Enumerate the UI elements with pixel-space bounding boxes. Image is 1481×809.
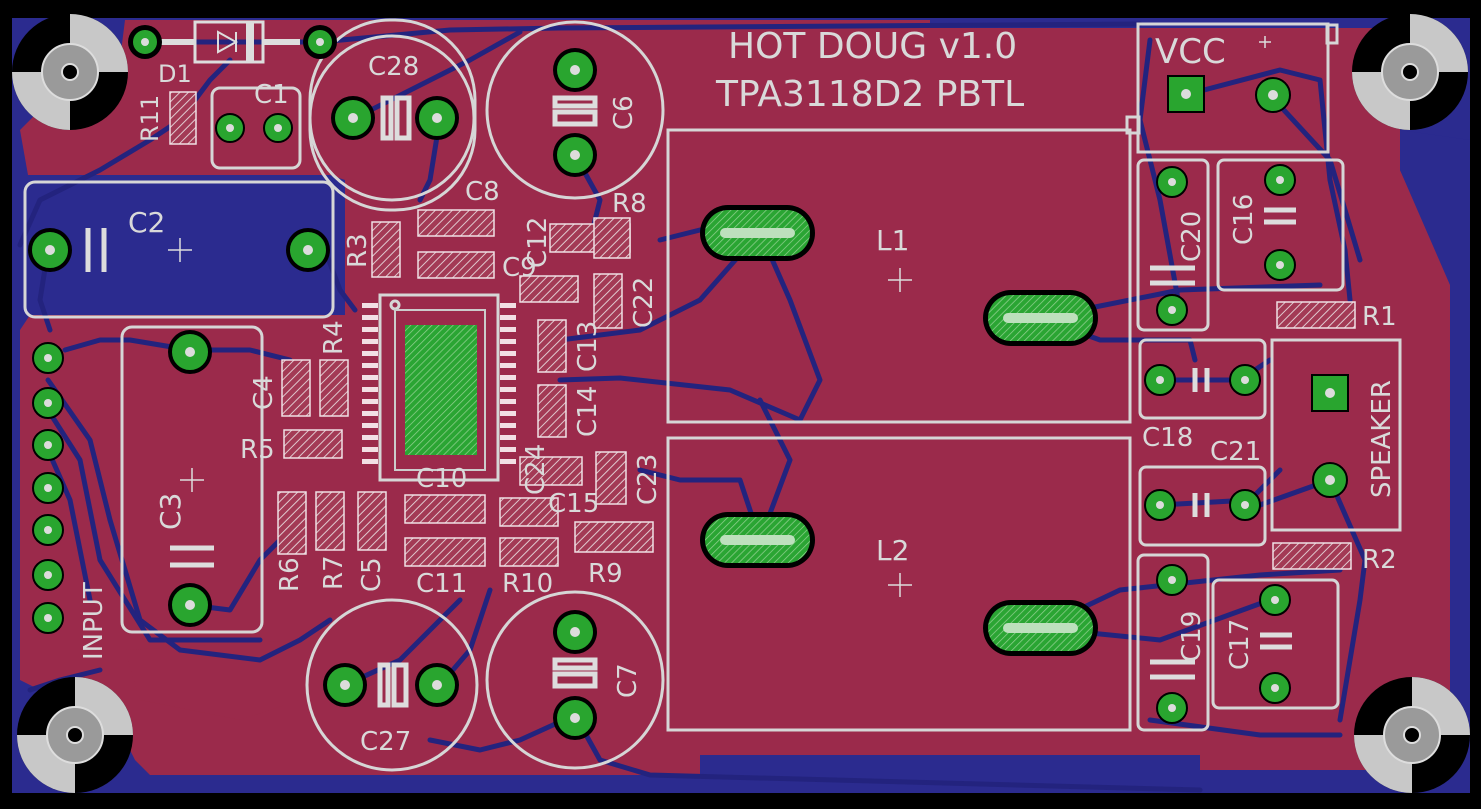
label-c19: C19 xyxy=(1177,611,1207,662)
label-r1: R1 xyxy=(1362,302,1397,332)
label-r11: R11 xyxy=(136,95,164,142)
label-c17: C17 xyxy=(1225,619,1255,670)
label-c2: C2 xyxy=(128,206,165,239)
label-c14: C14 xyxy=(573,386,603,437)
ic-tpa3118 xyxy=(362,303,516,471)
board-title-line1: HOT DOUG v1.0 xyxy=(728,26,1017,67)
label-input: INPUT xyxy=(79,582,109,660)
label-c24: C24 xyxy=(521,444,551,495)
label-c1: C1 xyxy=(254,80,289,110)
label-c23: C23 xyxy=(633,454,663,505)
label-speaker: SPEAKER xyxy=(1367,380,1397,498)
inductor-pads xyxy=(700,205,1098,656)
cross-markers xyxy=(168,36,1271,597)
label-c20: C20 xyxy=(1177,211,1207,262)
label-c8: C8 xyxy=(465,177,500,207)
component-labels: D1 R11 C1 C28 C6 VCC C2 C8 R3 C12 R8 C9 … xyxy=(79,32,1397,757)
label-r10: R10 xyxy=(502,569,553,599)
label-r4: R4 xyxy=(319,320,349,355)
label-r3: R3 xyxy=(343,233,373,268)
label-c12: C12 xyxy=(523,217,553,268)
silkscreen-outlines xyxy=(23,18,1402,772)
bottom-pour-right-strip xyxy=(1395,130,1470,790)
label-c9: C9 xyxy=(502,253,537,283)
label-c21: C21 xyxy=(1210,437,1261,467)
label-r8: R8 xyxy=(612,189,647,219)
label-c10: C10 xyxy=(416,464,467,494)
capacitor-symbols xyxy=(85,95,1296,708)
label-r9: R9 xyxy=(588,559,623,589)
label-d1: D1 xyxy=(158,60,192,88)
diode-d1 xyxy=(160,20,300,64)
label-c27: C27 xyxy=(360,727,411,757)
smd-pads xyxy=(169,91,1356,570)
mounting-holes xyxy=(12,14,1470,793)
mounting-hole-br xyxy=(1354,677,1470,793)
label-c18: C18 xyxy=(1142,423,1193,453)
label-c13: C13 xyxy=(573,321,603,372)
board-title-line2: TPA3118D2 PBTL xyxy=(715,74,1024,115)
label-r2: R2 xyxy=(1362,545,1397,575)
label-c16: C16 xyxy=(1229,194,1259,245)
mounting-hole-bl xyxy=(17,677,133,793)
bottom-pour-left xyxy=(20,180,345,315)
label-l1: L1 xyxy=(876,224,909,257)
label-c7: C7 xyxy=(613,663,643,698)
label-r6: R6 xyxy=(275,557,305,592)
mounting-hole-tr xyxy=(1352,14,1468,130)
label-c11: C11 xyxy=(416,569,467,599)
label-c4: C4 xyxy=(249,375,279,410)
label-c6: C6 xyxy=(609,95,639,130)
label-c22: C22 xyxy=(629,277,659,328)
label-r5: R5 xyxy=(240,435,275,465)
label-l2: L2 xyxy=(876,534,909,567)
label-c28: C28 xyxy=(368,52,419,82)
label-c15: C15 xyxy=(548,489,599,519)
through-hole-pads xyxy=(28,25,1349,740)
label-r7: R7 xyxy=(319,555,349,590)
label-c3: C3 xyxy=(154,493,187,530)
label-vcc: VCC xyxy=(1155,32,1226,72)
mounting-hole-tl xyxy=(12,14,128,130)
label-c5: C5 xyxy=(357,557,387,592)
